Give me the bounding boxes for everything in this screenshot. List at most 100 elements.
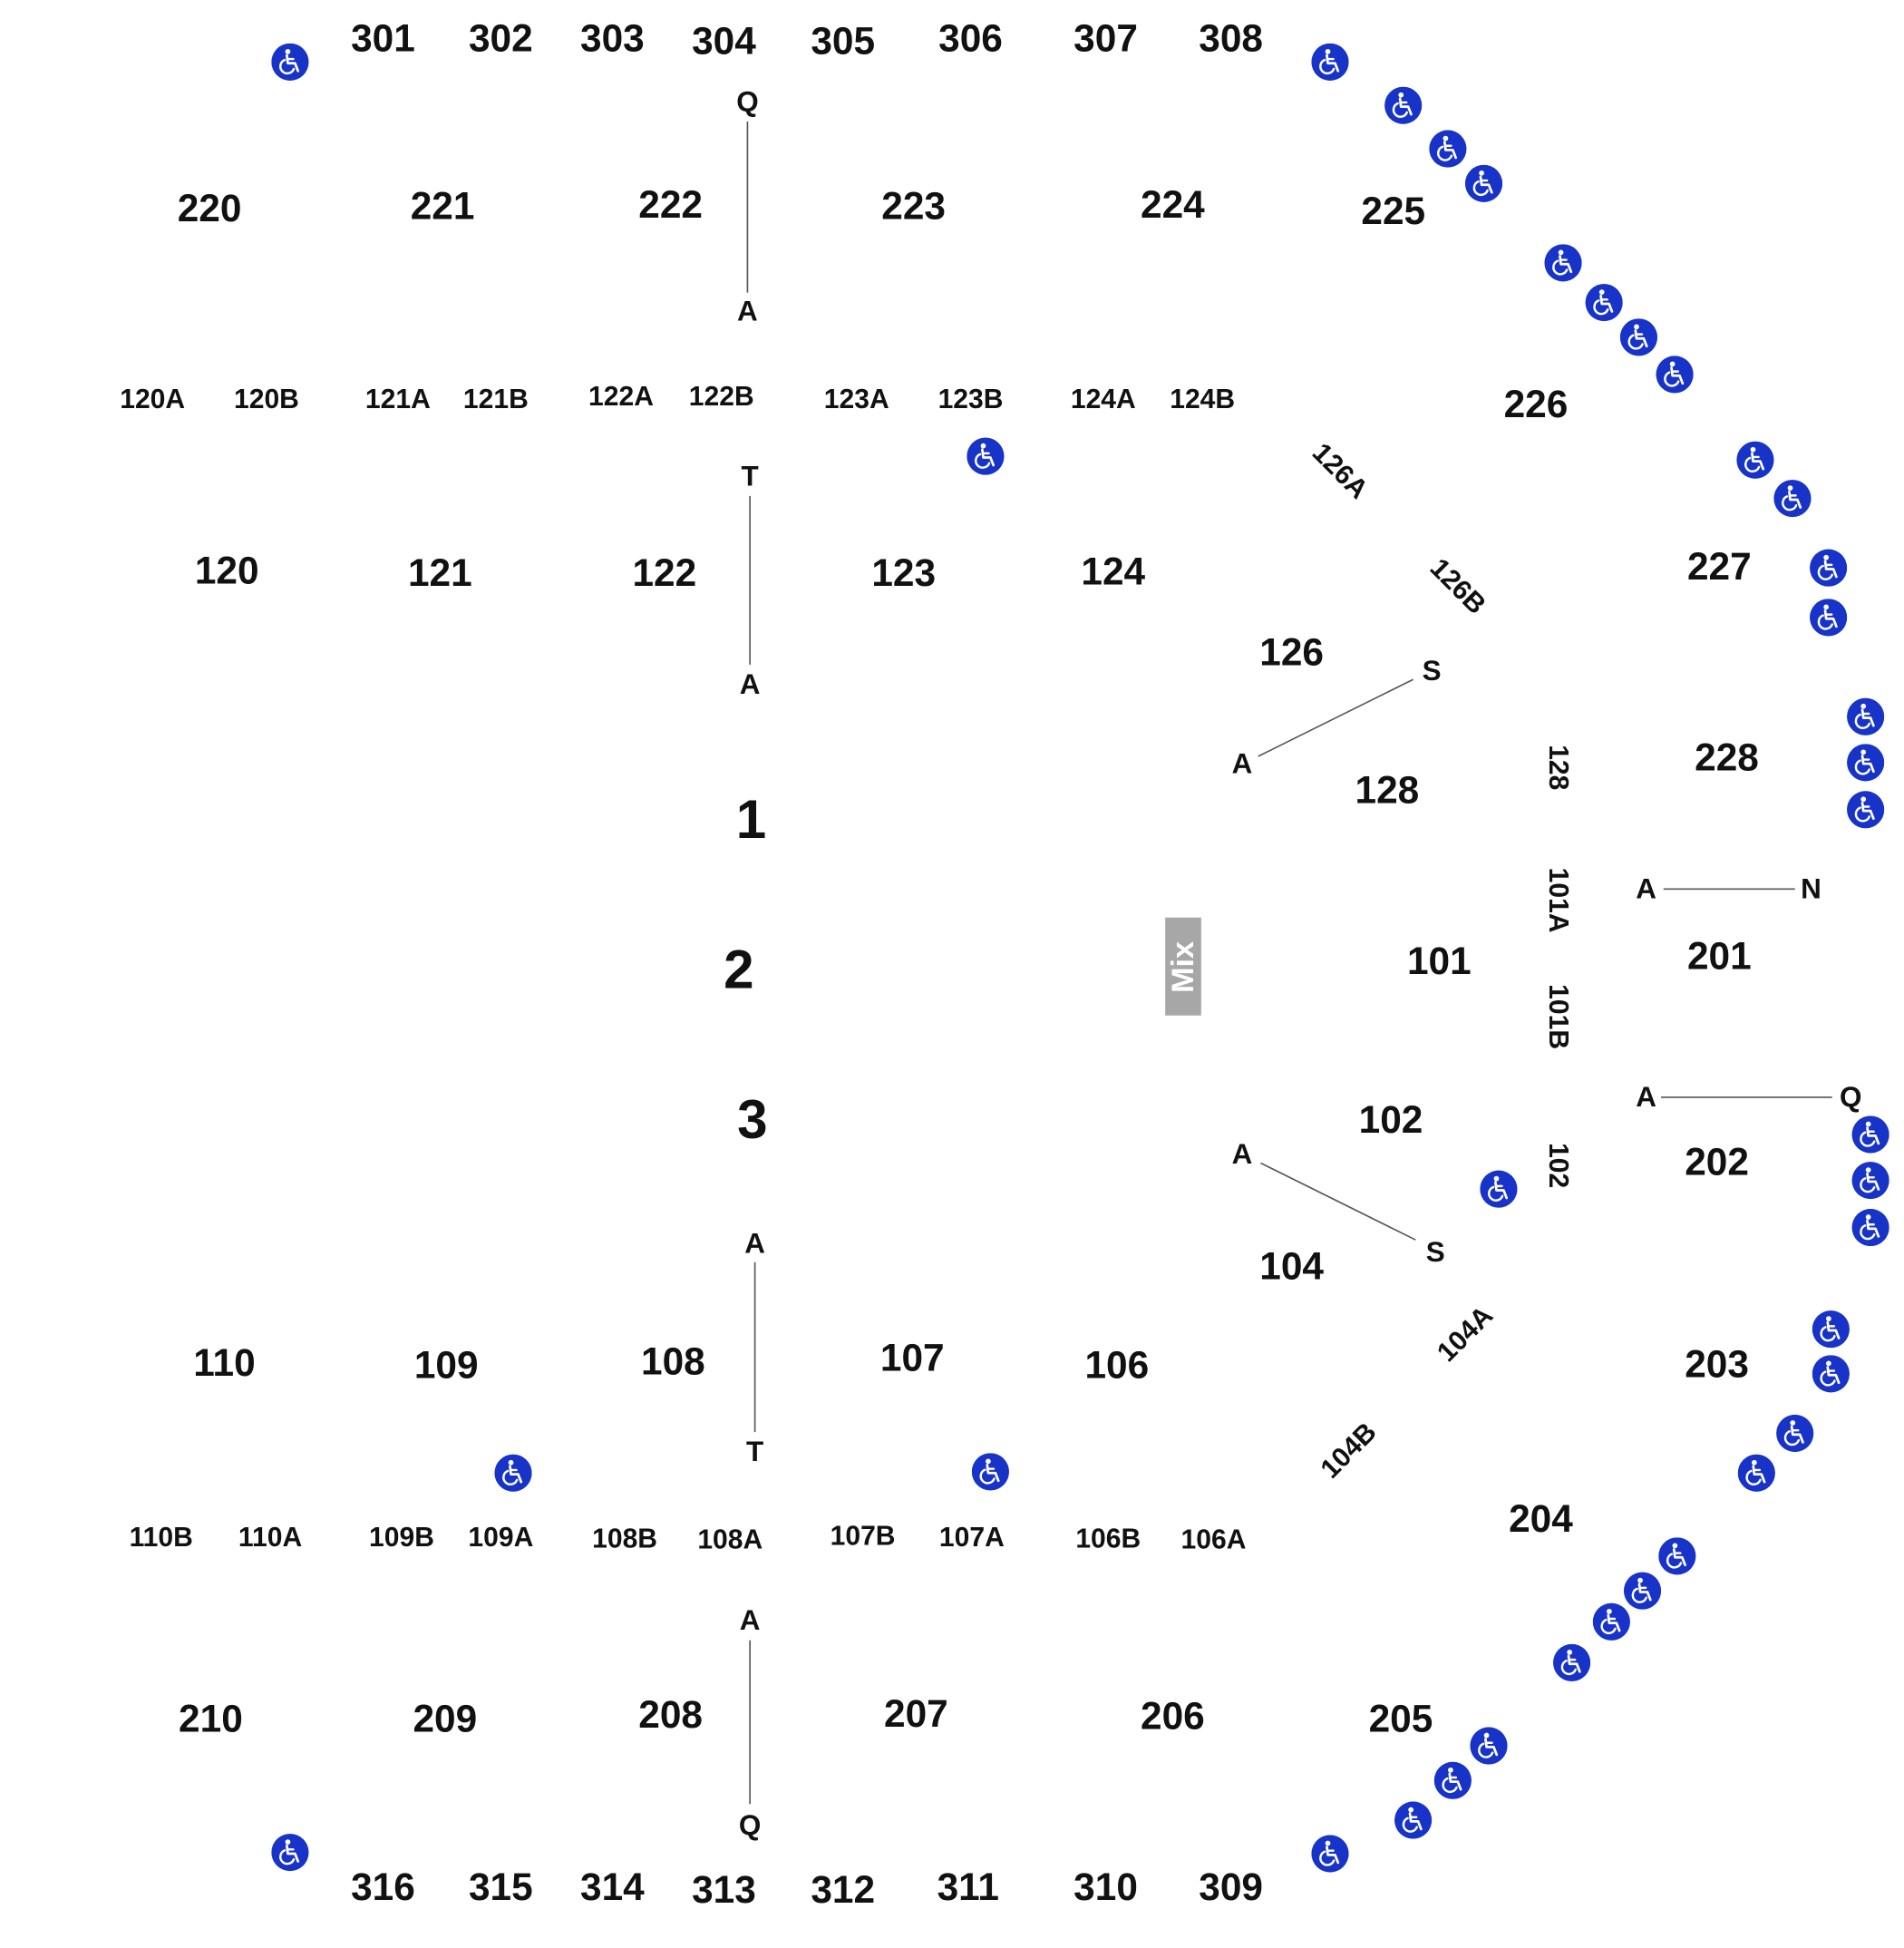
wheelchair-icon[interactable] [1624, 1572, 1662, 1610]
wheelchair-icon[interactable] [1480, 1170, 1518, 1208]
section-110[interactable]: 110 [193, 1340, 256, 1385]
section-207[interactable]: 207 [883, 1691, 948, 1736]
section-106a[interactable]: 106A [1180, 1524, 1247, 1555]
section-108b[interactable]: 108B [592, 1522, 658, 1554]
wheelchair-icon[interactable] [1656, 356, 1694, 394]
section-223[interactable]: 223 [881, 184, 946, 228]
wheelchair-icon[interactable] [1384, 86, 1423, 124]
section-107a[interactable]: 107A [938, 1521, 1005, 1553]
wheelchair-icon[interactable] [1851, 1209, 1889, 1247]
section-314[interactable]: 314 [580, 1865, 645, 1909]
wheelchair-icon[interactable] [1465, 164, 1503, 202]
wheelchair-icon[interactable] [1585, 284, 1623, 322]
section-305[interactable]: 305 [811, 19, 876, 63]
section-306[interactable]: 306 [938, 16, 1003, 61]
section-109[interactable]: 109 [413, 1343, 479, 1388]
wheelchair-icon[interactable] [1810, 599, 1848, 637]
wheelchair-icon[interactable] [1737, 1454, 1775, 1492]
wheelchair-icon[interactable] [1812, 1355, 1850, 1393]
section-222[interactable]: 222 [638, 182, 704, 227]
section-226[interactable]: 226 [1503, 382, 1569, 426]
section-108a[interactable]: 108A [697, 1524, 763, 1555]
wheelchair-icon[interactable] [1847, 791, 1885, 829]
section-104[interactable]: 104 [1259, 1243, 1324, 1288]
section-120[interactable]: 120 [194, 548, 259, 592]
wheelchair-icon[interactable] [971, 1453, 1009, 1491]
wheelchair-icon[interactable] [1773, 480, 1812, 518]
wheelchair-icon[interactable] [1592, 1602, 1630, 1641]
section-307[interactable]: 307 [1073, 16, 1138, 61]
section-122[interactable]: 122 [632, 550, 697, 595]
wheelchair-icon[interactable] [1847, 697, 1885, 735]
section-205[interactable]: 205 [1368, 1697, 1433, 1740]
section-315[interactable]: 315 [468, 1865, 533, 1909]
section-227[interactable]: 227 [1686, 544, 1752, 589]
wheelchair-icon[interactable] [1394, 1801, 1433, 1839]
wheelchair-icon[interactable] [1470, 1727, 1508, 1765]
section-101a[interactable]: 101A [1543, 867, 1575, 933]
section-121a[interactable]: 121A [364, 383, 431, 414]
wheelchair-icon[interactable] [1553, 1643, 1591, 1681]
section-120a[interactable]: 120A [120, 383, 186, 414]
section-102-side[interactable]: 102 [1543, 1143, 1575, 1189]
section-308[interactable]: 308 [1199, 16, 1263, 61]
section-301[interactable]: 301 [351, 16, 415, 61]
section-110b[interactable]: 110B [129, 1521, 193, 1553]
section-123a[interactable]: 123A [823, 383, 889, 414]
section-303[interactable]: 303 [580, 16, 645, 61]
section-203[interactable]: 203 [1685, 1341, 1749, 1386]
wheelchair-icon[interactable] [1851, 1115, 1889, 1154]
section-310[interactable]: 310 [1073, 1865, 1138, 1909]
section-312[interactable]: 312 [811, 1867, 876, 1912]
section-309[interactable]: 309 [1199, 1865, 1263, 1909]
section-106[interactable]: 106 [1084, 1343, 1150, 1388]
wheelchair-icon[interactable] [1851, 1162, 1889, 1200]
section-311[interactable]: 311 [937, 1865, 999, 1909]
section-316[interactable]: 316 [351, 1865, 415, 1909]
section-123b[interactable]: 123B [937, 383, 1004, 414]
section-110a[interactable]: 110A [238, 1521, 303, 1553]
wheelchair-icon[interactable] [1311, 43, 1349, 81]
wheelchair-icon[interactable] [271, 43, 309, 81]
wheelchair-icon[interactable] [1847, 744, 1885, 782]
section-120b[interactable]: 120B [233, 383, 299, 414]
wheelchair-icon[interactable] [1429, 130, 1467, 168]
section-206[interactable]: 206 [1141, 1694, 1205, 1739]
section-220[interactable]: 220 [177, 186, 242, 230]
section-106b[interactable]: 106B [1075, 1522, 1141, 1554]
section-109b[interactable]: 109B [369, 1521, 434, 1553]
section-122b[interactable]: 122B [688, 380, 754, 412]
wheelchair-icon[interactable] [494, 1454, 532, 1492]
section-204[interactable]: 204 [1509, 1496, 1573, 1541]
wheelchair-icon[interactable] [1619, 318, 1657, 356]
section-302[interactable]: 302 [468, 16, 533, 61]
section-209[interactable]: 209 [413, 1697, 478, 1740]
section-210[interactable]: 210 [179, 1697, 243, 1740]
section-202[interactable]: 202 [1685, 1140, 1749, 1183]
wheelchair-icon[interactable] [1433, 1761, 1472, 1799]
section-123[interactable]: 123 [871, 550, 937, 595]
section-109a[interactable]: 109A [468, 1521, 534, 1553]
section-101b[interactable]: 101B [1543, 984, 1575, 1050]
wheelchair-icon[interactable] [967, 437, 1005, 475]
wheelchair-icon[interactable] [1776, 1414, 1814, 1452]
wheelchair-icon[interactable] [1736, 441, 1774, 479]
wheelchair-icon[interactable] [1544, 244, 1582, 282]
section-208[interactable]: 208 [638, 1692, 704, 1737]
section-128-side[interactable]: 128 [1543, 745, 1575, 791]
section-102[interactable]: 102 [1358, 1097, 1423, 1142]
section-124a[interactable]: 124A [1070, 383, 1136, 414]
section-108[interactable]: 108 [641, 1339, 705, 1384]
section-228[interactable]: 228 [1695, 735, 1759, 780]
wheelchair-icon[interactable] [1810, 549, 1848, 587]
wheelchair-icon[interactable] [271, 1834, 309, 1872]
section-121b[interactable]: 121B [462, 383, 529, 414]
wheelchair-icon[interactable] [1311, 1835, 1349, 1873]
section-107b[interactable]: 107B [830, 1520, 896, 1552]
section-128[interactable]: 128 [1355, 767, 1420, 812]
section-124b[interactable]: 124B [1170, 383, 1236, 414]
section-224[interactable]: 224 [1141, 182, 1205, 227]
wheelchair-icon[interactable] [1812, 1310, 1850, 1349]
section-126[interactable]: 126 [1259, 630, 1324, 675]
section-122a[interactable]: 122A [588, 380, 654, 412]
